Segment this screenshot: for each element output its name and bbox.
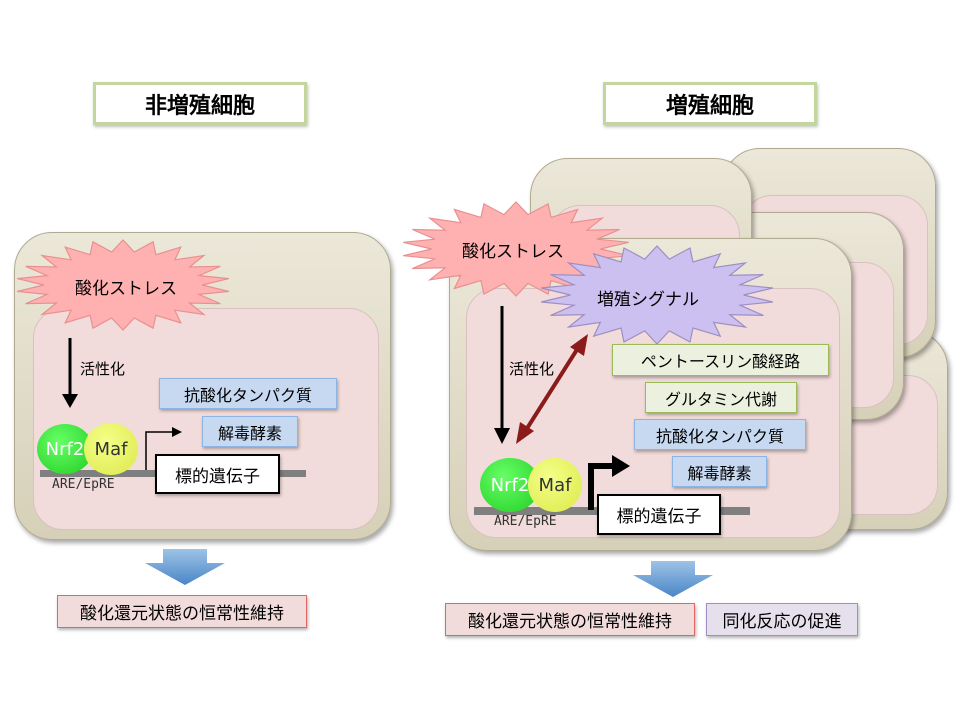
right-title-text: 増殖細胞 xyxy=(665,93,754,119)
right-panel-title: 増殖細胞 xyxy=(603,82,817,125)
right-nrf2-circle: Nrf2 xyxy=(480,458,540,512)
right-result-text-2: 同化反応の促進 xyxy=(722,612,842,632)
right-detox-text: 解毒酵素 xyxy=(687,463,752,483)
left-activation-arrow xyxy=(62,338,78,408)
right-result-box-2: 同化反応の促進 xyxy=(706,603,858,636)
left-stress-label: 酸化ストレス xyxy=(75,279,177,299)
right-nrf2-label: Nrf2 xyxy=(490,474,530,496)
left-result-text: 酸化還元状態の恒常性維持 xyxy=(80,604,284,624)
right-target-gene-box: 標的遺伝子 xyxy=(597,494,721,535)
left-activation-label: 活性化 xyxy=(80,360,126,378)
left-result-box: 酸化還元状態の恒常性維持 xyxy=(57,595,307,628)
left-are-label: ARE/EpRE xyxy=(52,477,115,492)
right-stress-label: 酸化ストレス xyxy=(462,242,564,262)
right-activation-label: 活性化 xyxy=(509,360,555,378)
left-target-gene-text: 標的遺伝子 xyxy=(175,466,260,487)
right-antioxidant-text: 抗酸化タンパク質 xyxy=(655,426,784,446)
left-detox-box: 解毒酵素 xyxy=(202,416,298,447)
right-maf-circle: Maf xyxy=(528,458,582,512)
right-antioxidant-box: 抗酸化タンパク質 xyxy=(634,419,806,450)
right-activation-arrow xyxy=(494,306,510,444)
left-maf-label: Maf xyxy=(94,438,128,460)
right-result-arrow xyxy=(633,561,713,597)
left-result-arrow xyxy=(145,549,225,585)
left-panel-title: 非増殖細胞 xyxy=(93,82,307,125)
right-stress-burst xyxy=(403,201,629,297)
left-title-text: 非増殖細胞 xyxy=(144,93,255,119)
growth-signal-label: 増殖シグナル xyxy=(597,290,699,310)
left-maf-circle: Maf xyxy=(84,423,138,475)
right-result-box-1: 酸化還元状態の恒常性維持 xyxy=(445,603,695,636)
right-are-label: ARE/EpRE xyxy=(494,514,557,529)
left-nrf2-circle: Nrf2 xyxy=(37,424,93,474)
left-antioxidant-text: 抗酸化タンパク質 xyxy=(183,385,312,405)
left-target-gene-box: 標的遺伝子 xyxy=(155,454,280,494)
right-result-text-1: 酸化還元状態の恒常性維持 xyxy=(468,612,672,632)
right-maf-label: Maf xyxy=(538,474,572,496)
left-detox-text: 解毒酵素 xyxy=(217,423,282,443)
left-transcription-arrow xyxy=(145,427,182,470)
pentose-pathway-text: ペントースリン酸経路 xyxy=(640,352,801,371)
left-antioxidant-box: 抗酸化タンパク質 xyxy=(159,378,337,409)
glutamine-box: グルタミン代謝 xyxy=(645,382,797,413)
glutamine-text: グルタミン代謝 xyxy=(664,389,777,409)
crosstalk-double-arrow xyxy=(516,334,588,444)
right-target-gene-text: 標的遺伝子 xyxy=(616,507,702,527)
right-detox-box: 解毒酵素 xyxy=(672,456,767,487)
pentose-pathway-box: ペントースリン酸経路 xyxy=(612,344,829,376)
right-transcription-arrow xyxy=(588,455,630,510)
left-stress-burst xyxy=(16,239,230,331)
left-nrf2-label: Nrf2 xyxy=(45,438,85,460)
